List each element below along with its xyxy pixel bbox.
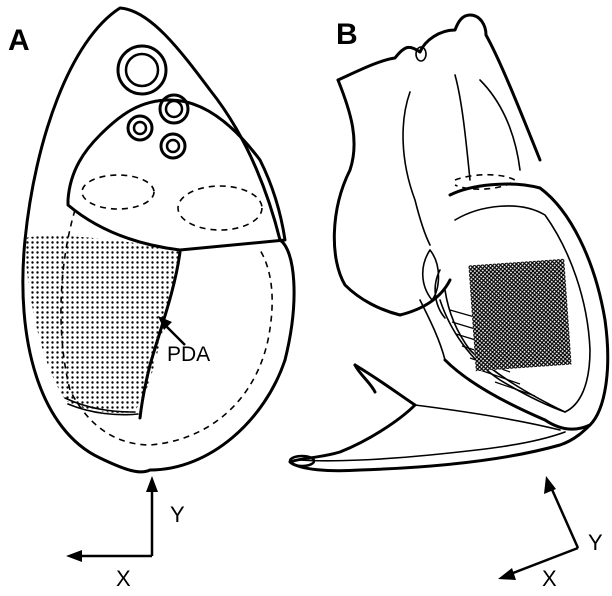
panel-b-hatched-region bbox=[468, 259, 571, 371]
panel-a-valve-right bbox=[178, 186, 262, 230]
panel-b-axes bbox=[498, 476, 578, 580]
panel-b-atrium bbox=[334, 80, 450, 315]
pda-annotation: PDA bbox=[167, 343, 210, 367]
panel-a-valve-left bbox=[82, 175, 154, 209]
panel-a-y-axis-label: Y bbox=[170, 502, 185, 528]
panel-a-label: A bbox=[8, 24, 30, 58]
panel-b-label: B bbox=[336, 18, 358, 52]
panel-b-lower-flap bbox=[290, 365, 590, 471]
panel-a-heart bbox=[23, 8, 294, 472]
panel-b-x-axis-label: X bbox=[542, 566, 557, 592]
panel-b-heart bbox=[290, 15, 608, 471]
panel-b-great-vessels bbox=[338, 15, 540, 160]
panel-a-stippled-region bbox=[24, 236, 180, 413]
panel-b-y-axis-label: Y bbox=[588, 530, 603, 556]
panel-a-x-axis-label: X bbox=[116, 566, 131, 592]
panel-a-axes bbox=[66, 476, 158, 562]
